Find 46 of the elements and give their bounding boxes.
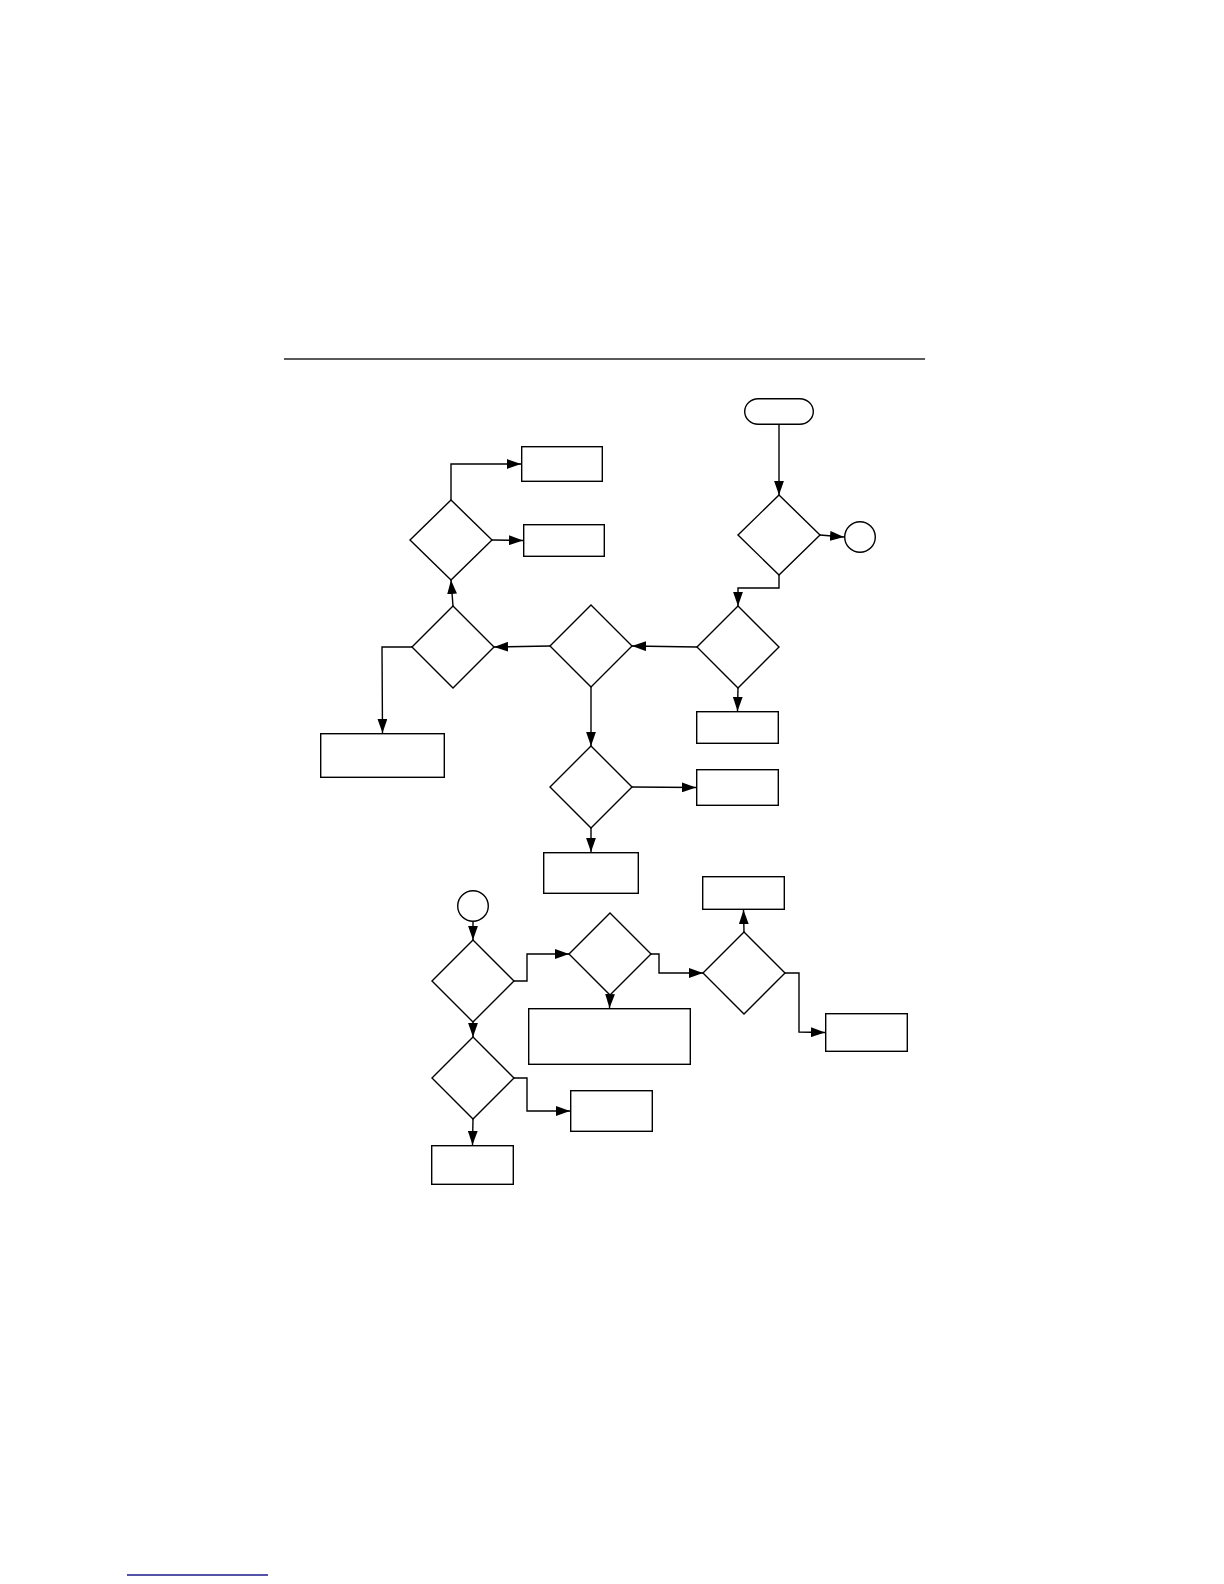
process-box (696, 711, 779, 744)
decision-diamond (738, 495, 820, 575)
arrow (377, 646, 413, 734)
arrow (732, 687, 743, 712)
process-box (523, 524, 605, 557)
decision-diamond (703, 932, 785, 1014)
arrow (513, 949, 570, 982)
arrow (586, 686, 596, 747)
process-box (320, 733, 445, 778)
decision-diamond (569, 913, 651, 995)
terminal-shape (744, 398, 814, 425)
decision-diamond (410, 500, 492, 580)
arrow (819, 530, 845, 541)
arrow (586, 827, 596, 853)
arrow (468, 921, 478, 941)
arrow (450, 459, 522, 501)
arrow (493, 641, 551, 652)
decision-diamond (432, 1037, 514, 1119)
arrow (468, 1021, 478, 1038)
process-box (702, 876, 785, 910)
arrow (733, 574, 780, 607)
arrow (447, 579, 457, 607)
process-box (570, 1090, 653, 1132)
arrow (631, 641, 698, 652)
arrow (774, 424, 784, 496)
process-box (825, 1013, 908, 1052)
process-box (431, 1145, 514, 1185)
connector-circle (844, 521, 876, 553)
process-box (696, 769, 779, 806)
process-box (528, 1008, 691, 1065)
arrow (605, 993, 615, 1009)
arrow (650, 953, 704, 978)
decision-diamond (412, 606, 494, 688)
decision-diamond (432, 940, 514, 1022)
arrow (513, 1077, 571, 1116)
arrow (491, 535, 524, 546)
process-box (521, 446, 603, 482)
decision-diamond (550, 746, 632, 828)
arrow (631, 782, 697, 793)
arrow (784, 972, 826, 1038)
arrow (738, 909, 749, 933)
connector-circle (457, 890, 489, 922)
process-box (543, 852, 639, 894)
decision-diamond (697, 606, 779, 688)
decision-diamond (550, 605, 632, 687)
arrow (467, 1118, 478, 1146)
